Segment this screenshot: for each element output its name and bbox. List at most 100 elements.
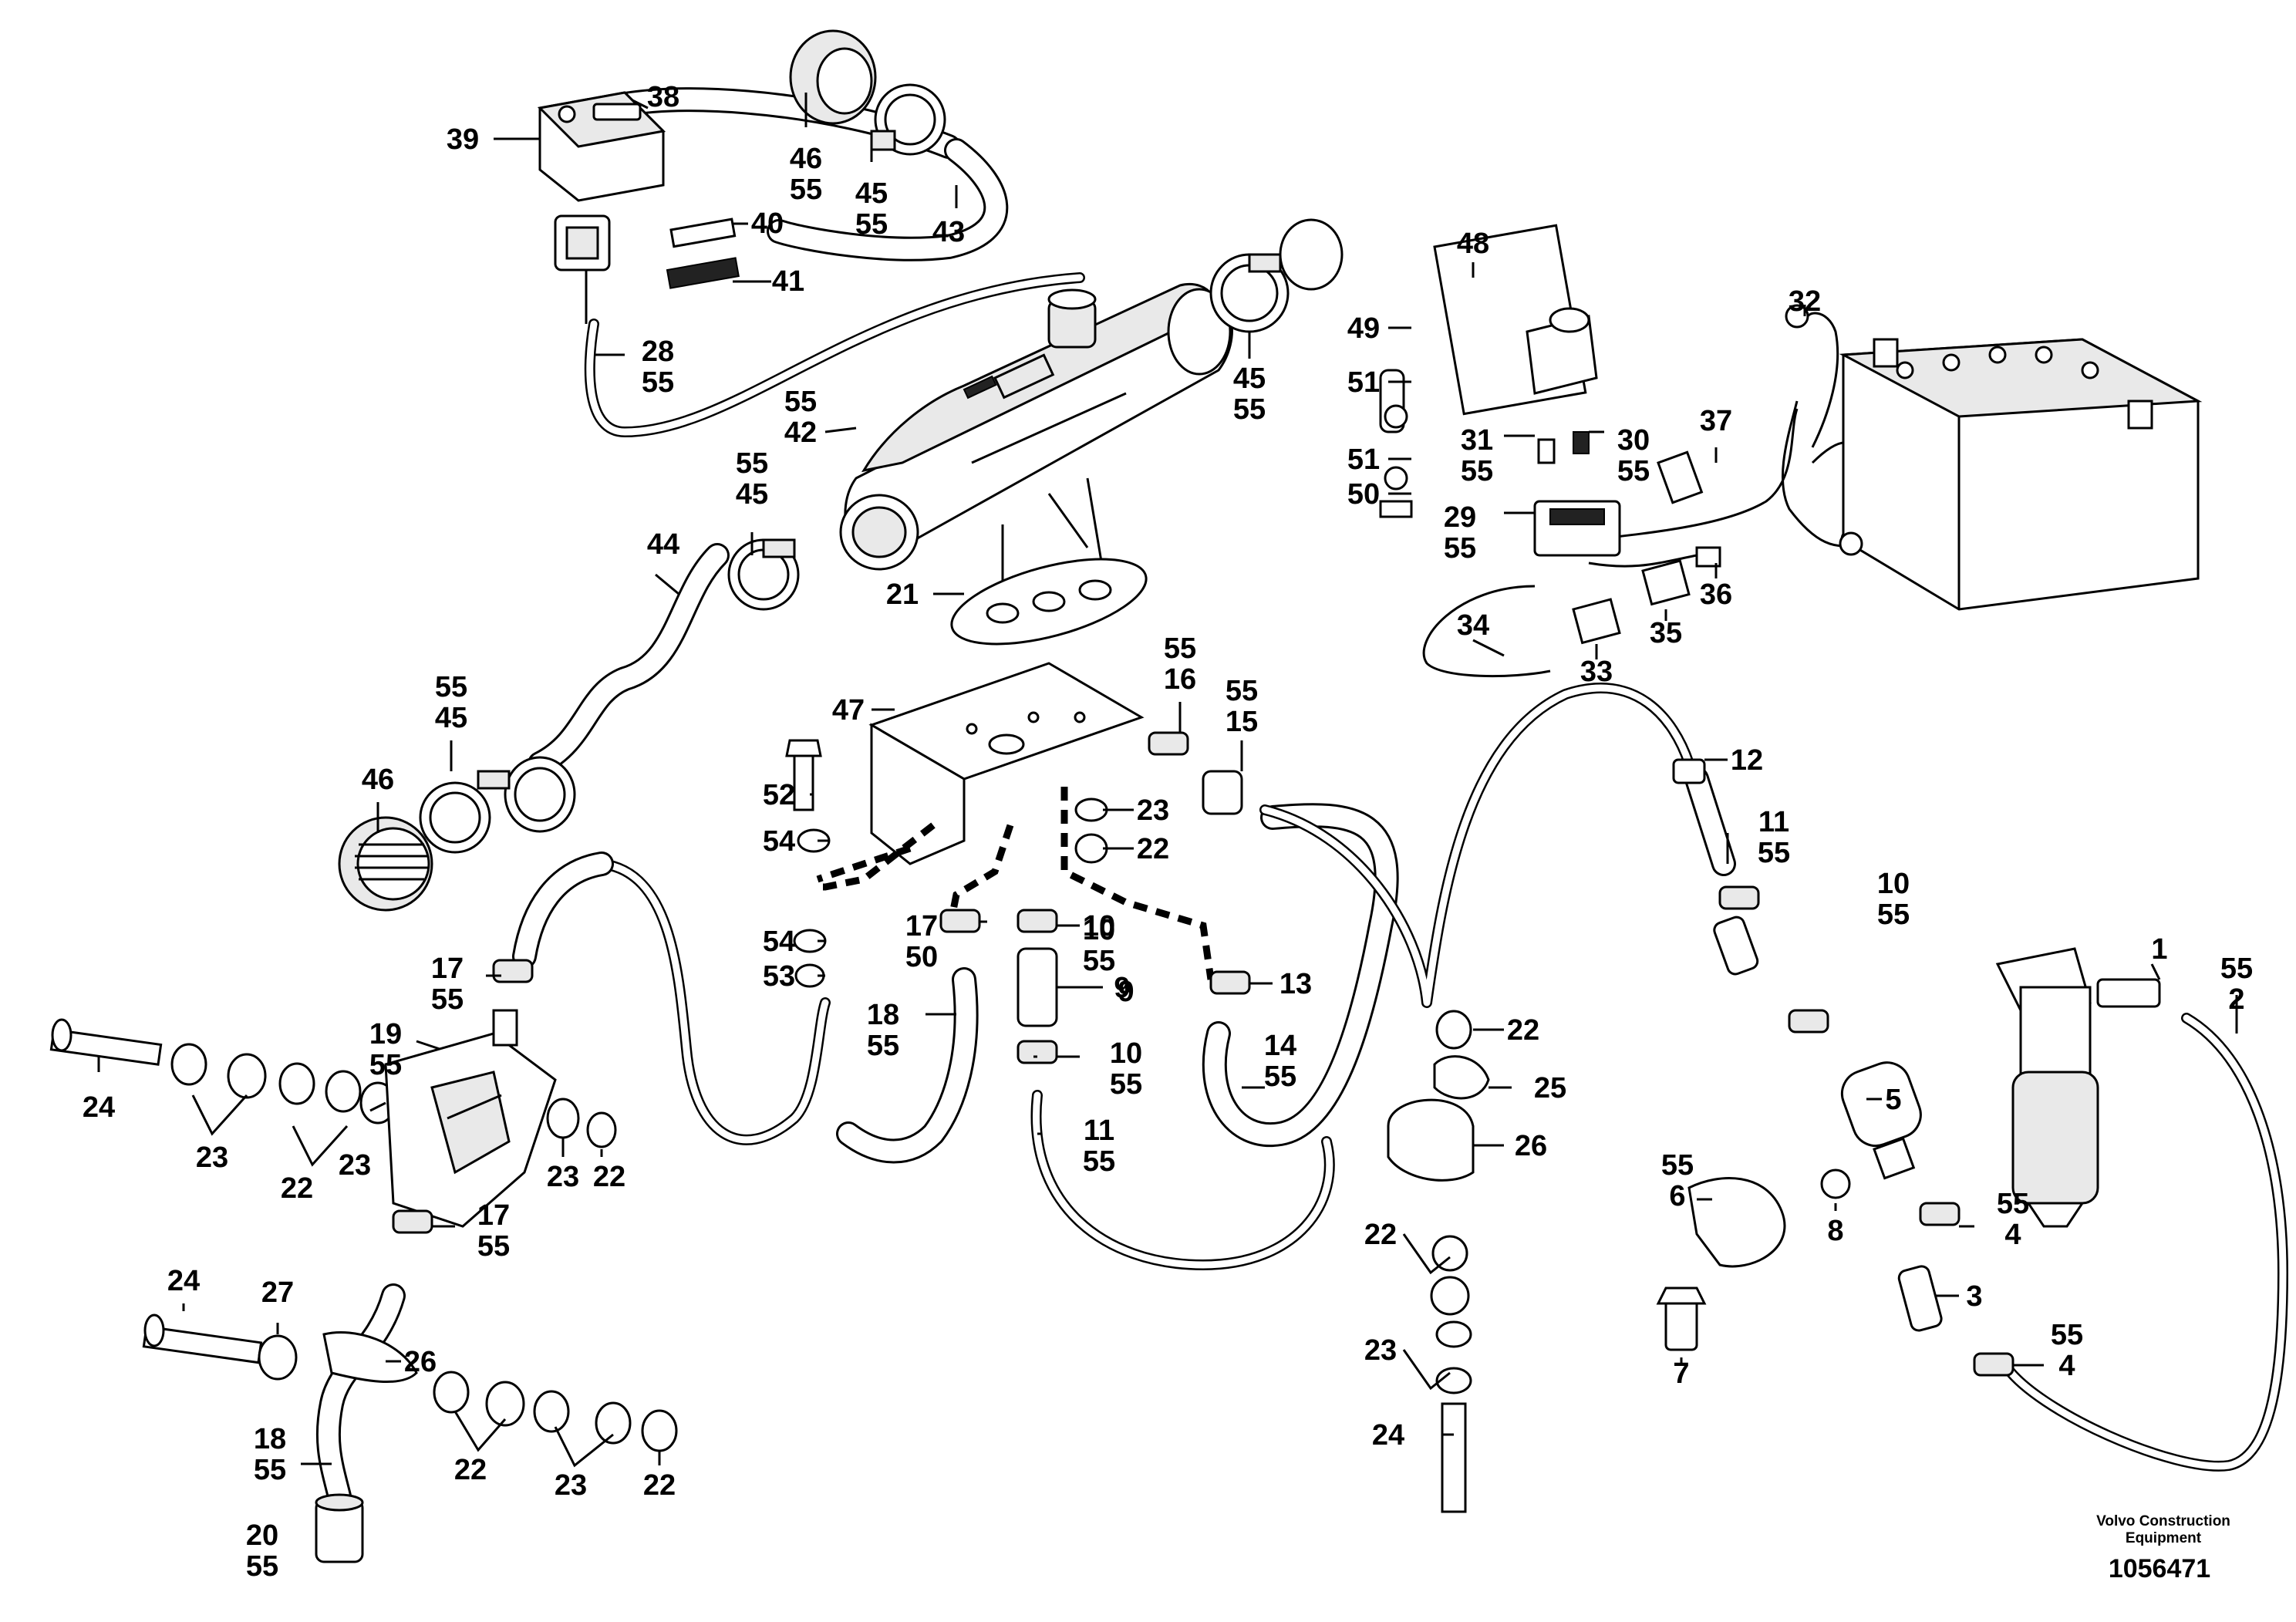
callout: 55 [369, 1049, 402, 1081]
fuel-components [1656, 916, 2161, 1351]
callout: 22 [454, 1454, 487, 1486]
callout: 46 [362, 764, 394, 796]
callout: 33 [1580, 656, 1613, 688]
callout: 18 [867, 999, 899, 1031]
callout: 9 [1114, 972, 1130, 1004]
callout: 55 [784, 386, 817, 418]
callout: 37 [1700, 405, 1732, 437]
callout: 24 [167, 1265, 200, 1297]
callout: 22 [1507, 1014, 1539, 1047]
callout: 50 [1347, 478, 1380, 511]
callout: 51 [1347, 366, 1380, 399]
callout: 45 [855, 177, 888, 210]
callout: 39 [447, 123, 479, 156]
callout: 17 [431, 953, 464, 985]
callout: 24 [1372, 1419, 1404, 1452]
callout: 19 [369, 1018, 402, 1050]
wiring [584, 272, 1868, 678]
callout: 45 [435, 702, 467, 734]
callout: 38 [647, 81, 679, 113]
control-panel [537, 91, 666, 324]
callout: 45 [1233, 363, 1266, 395]
callout: 14 [1264, 1030, 1296, 1062]
middle-fittings [785, 731, 2014, 1513]
callout: 7 [1673, 1357, 1689, 1390]
callout: 47 [832, 694, 865, 727]
callout: 21 [886, 578, 919, 611]
callout: 41 [772, 265, 804, 298]
leader-lines [97, 93, 2238, 1468]
callout: 55 [431, 983, 464, 1016]
callout: 52 [763, 779, 795, 811]
callout: 55 [867, 1030, 899, 1062]
callout: 28 [642, 336, 674, 368]
callout: 55 [2051, 1319, 2083, 1351]
callout: 55 [790, 174, 822, 206]
callout: 23 [339, 1149, 371, 1182]
callout: 11 [1084, 1114, 1114, 1147]
callout: 10 [1083, 910, 1115, 943]
callout: 23 [196, 1141, 228, 1174]
callout: 5 [1885, 1084, 1901, 1116]
callout: 55 [1877, 899, 1910, 931]
air-heater-unit [839, 282, 1233, 586]
callout: 55 [1083, 945, 1115, 977]
credit-line-2: Equipment [2126, 1530, 2202, 1546]
callout: 13 [1279, 968, 1312, 1000]
callout: 23 [1137, 794, 1169, 827]
callout: 26 [404, 1346, 437, 1378]
callout: 9 [1118, 976, 1134, 1008]
callout: 22 [593, 1161, 625, 1193]
callout: 17 [905, 910, 938, 943]
callout: 17 [477, 1199, 510, 1232]
callout: 55 [477, 1230, 510, 1263]
callout: 43 [932, 216, 965, 248]
lower-left-parts [49, 959, 678, 1563]
callout: 55 [1461, 455, 1493, 487]
callout: 8 [1827, 1215, 1843, 1247]
battery [1839, 338, 2203, 611]
callout: 11 [1758, 806, 1789, 838]
callout: 55 [1083, 1145, 1115, 1178]
callout: 3 [1966, 1280, 1982, 1313]
callout: 26 [1515, 1130, 1547, 1162]
callout: 51 [1347, 443, 1380, 476]
top-fittings [338, 29, 1344, 912]
callout: 15 [1226, 706, 1258, 738]
callout: 55 [1226, 675, 1258, 707]
callout: 55 [642, 366, 674, 399]
callout: 16 [1164, 663, 1196, 696]
callout: 50 [905, 941, 938, 973]
callout: 27 [261, 1276, 294, 1309]
callout: 20 [246, 1519, 278, 1552]
callout: 1 [2151, 933, 2167, 966]
callout: 42 [784, 416, 817, 449]
callout: 22 [281, 1172, 313, 1205]
callout: 6 [1669, 1180, 1685, 1212]
mounting-bracket-47 [816, 662, 1215, 980]
gasket-21 [950, 558, 1148, 646]
callout: 24 [83, 1091, 115, 1124]
callout: 55 [246, 1550, 278, 1583]
callout: 54 [763, 926, 795, 958]
callout: 45 [736, 478, 768, 511]
callout: 55 [2220, 953, 2253, 985]
callout: 34 [1457, 609, 1489, 642]
callout: 55 [254, 1454, 286, 1486]
callout: 55 [736, 447, 768, 480]
callout: 31 [1461, 424, 1493, 457]
callout: 49 [1347, 312, 1380, 345]
callout: 54 [763, 825, 795, 858]
callout: 40 [751, 207, 784, 240]
callout: 10 [1110, 1037, 1142, 1070]
callout: 55 [435, 671, 467, 703]
callout: 55 [1110, 1068, 1142, 1101]
callout: 48 [1457, 228, 1489, 260]
callout: 44 [647, 528, 679, 561]
callout: 55 [1758, 837, 1790, 869]
callout: 10 [1083, 914, 1115, 946]
callout: 55 [1264, 1061, 1296, 1093]
callout: 12 [1731, 744, 1763, 777]
callout: 18 [254, 1423, 286, 1455]
